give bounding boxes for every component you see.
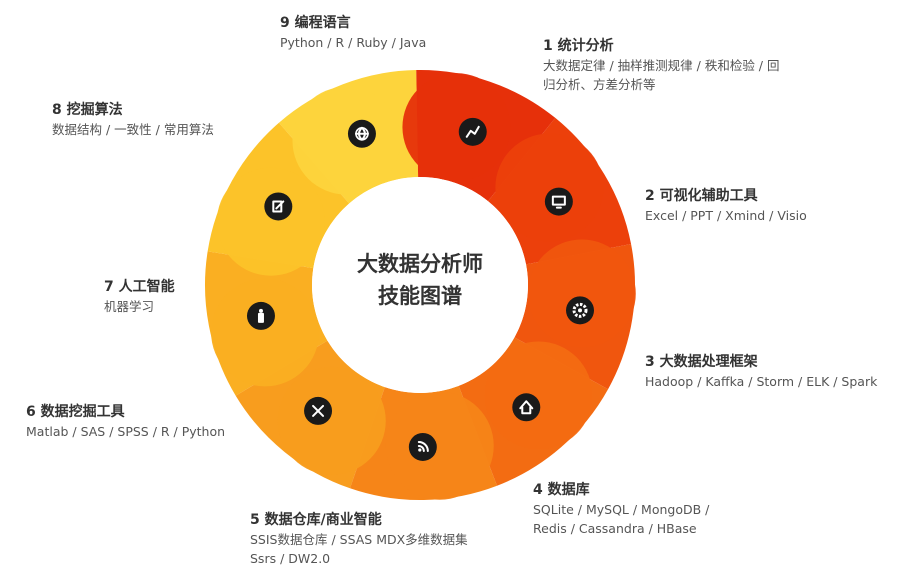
ring-lobe-3 [527, 239, 636, 348]
ring-lobe-7 [211, 278, 320, 387]
skill-label-1: 1 统计分析 大数据定律 / 抽样推测规律 / 秩和检验 / 回 归分析、方差分… [543, 38, 780, 92]
gear-icon [566, 296, 595, 325]
skill-label-9: 9 编程语言 Python / R / Ruby / Java [280, 15, 427, 50]
ring-lobe-6 [277, 366, 386, 475]
skill-label-5: 5 数据仓库/商业智能 SSIS数据仓库 / SSAS MDX多维数据集 Ssr… [250, 512, 468, 566]
ring-lobe-8 [216, 167, 325, 276]
center-title: 大数据分析师 技能图谱 [357, 252, 483, 308]
ring-lobe-5 [385, 391, 494, 500]
monitor-icon [544, 187, 573, 216]
skill-label-8: 8 挖掘算法 数据结构 / 一致性 / 常用算法 [52, 102, 214, 137]
skill-label-2: 2 可视化辅助工具 Excel / PPT / Xmind / Visio [645, 188, 807, 223]
skill-label-3: 3 大数据处理框架 Hadoop / Kaffka / Storm / ELK … [645, 354, 878, 389]
edit-icon [264, 192, 293, 221]
ring-lobe-9 [292, 86, 401, 195]
ring-lobe-4 [484, 341, 593, 450]
center-circle [312, 177, 528, 393]
line-chart-icon [458, 117, 487, 146]
skill-label-7: 7 人工智能 机器学习 [104, 279, 175, 314]
person-icon [246, 301, 275, 330]
rss-icon [408, 432, 437, 461]
ring-lobe-2 [495, 133, 604, 242]
skill-label-4: 4 数据库 SQLite / MySQL / MongoDB / Redis /… [533, 482, 710, 536]
tools-icon [304, 396, 333, 425]
ring-lobe-1 [402, 73, 511, 182]
globe-icon [347, 119, 376, 148]
skill-label-6: 6 数据挖掘工具 Matlab / SAS / SPSS / R / Pytho… [26, 404, 226, 439]
home-icon [512, 393, 541, 422]
